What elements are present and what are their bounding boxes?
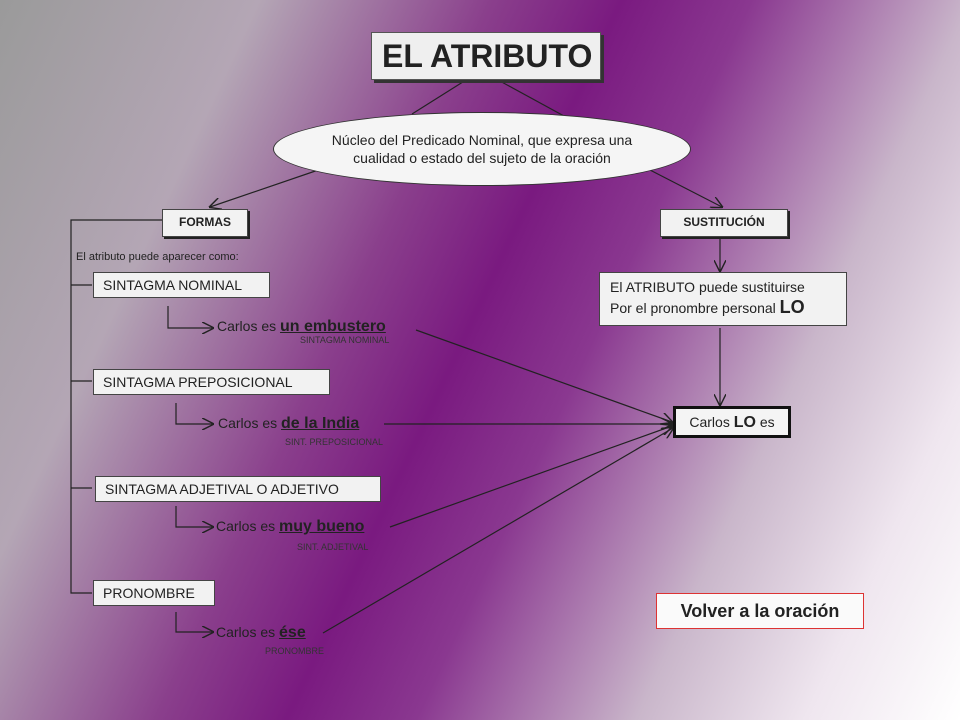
sustitucion-header: SUSTITUCIÓN bbox=[660, 209, 788, 237]
sustitucion-line-1: El ATRIBUTO puede sustituirse bbox=[610, 279, 805, 295]
example-prefix: Carlos es bbox=[218, 415, 282, 431]
example-adjetival: Carlos es muy bueno bbox=[216, 518, 364, 536]
page-title: EL ATRIBUTO bbox=[371, 32, 601, 80]
form-sintagma-nominal: SINTAGMA NOMINAL bbox=[93, 272, 270, 298]
formas-intro: El atributo puede aparecer como: bbox=[76, 251, 239, 263]
sustitucion-line-2: Por el pronombre personal bbox=[610, 300, 780, 316]
caption-adjetival: SINT. ADJETIVAL bbox=[297, 542, 369, 552]
result-prefix: Carlos bbox=[689, 414, 734, 430]
caption-pronombre: PRONOMBRE bbox=[265, 646, 325, 656]
definition-line-2: cualidad o estado del sujeto de la oraci… bbox=[353, 150, 611, 166]
result-pronoun: LO bbox=[733, 414, 756, 431]
form-sintagma-adjetival: SINTAGMA ADJETIVAL O ADJETIVO bbox=[95, 476, 381, 502]
sustitucion-box: El ATRIBUTO puede sustituirse Por el pro… bbox=[599, 272, 847, 326]
caption-nominal: SINTAGMA NOMINAL bbox=[300, 335, 390, 345]
result-suffix: es bbox=[755, 414, 775, 430]
example-highlight: muy bueno bbox=[279, 518, 365, 535]
example-prefix: Carlos es bbox=[216, 624, 280, 640]
example-prefix: Carlos es bbox=[216, 518, 280, 534]
definition-ellipse: Núcleo del Predicado Nominal, que expres… bbox=[273, 112, 691, 186]
example-preposicional: Carlos es de la India bbox=[218, 415, 359, 433]
sustitucion-pronoun: LO bbox=[779, 297, 805, 317]
example-prefix: Carlos es bbox=[217, 318, 281, 334]
caption-preposicional: SINT. PREPOSICIONAL bbox=[285, 437, 384, 447]
formas-header: FORMAS bbox=[162, 209, 248, 237]
form-pronombre: PRONOMBRE bbox=[93, 580, 215, 606]
example-highlight: ése bbox=[279, 624, 306, 641]
form-sintagma-preposicional: SINTAGMA PREPOSICIONAL bbox=[93, 369, 330, 395]
result-box: Carlos LO es bbox=[673, 406, 791, 438]
example-highlight: un embustero bbox=[280, 318, 386, 335]
example-nominal: Carlos es un embustero bbox=[217, 318, 386, 336]
example-pronombre: Carlos es ése bbox=[216, 624, 306, 642]
volver-button[interactable]: Volver a la oración bbox=[656, 593, 864, 629]
example-highlight: de la India bbox=[281, 415, 360, 432]
definition-line-1: Núcleo del Predicado Nominal, que expres… bbox=[331, 132, 633, 148]
